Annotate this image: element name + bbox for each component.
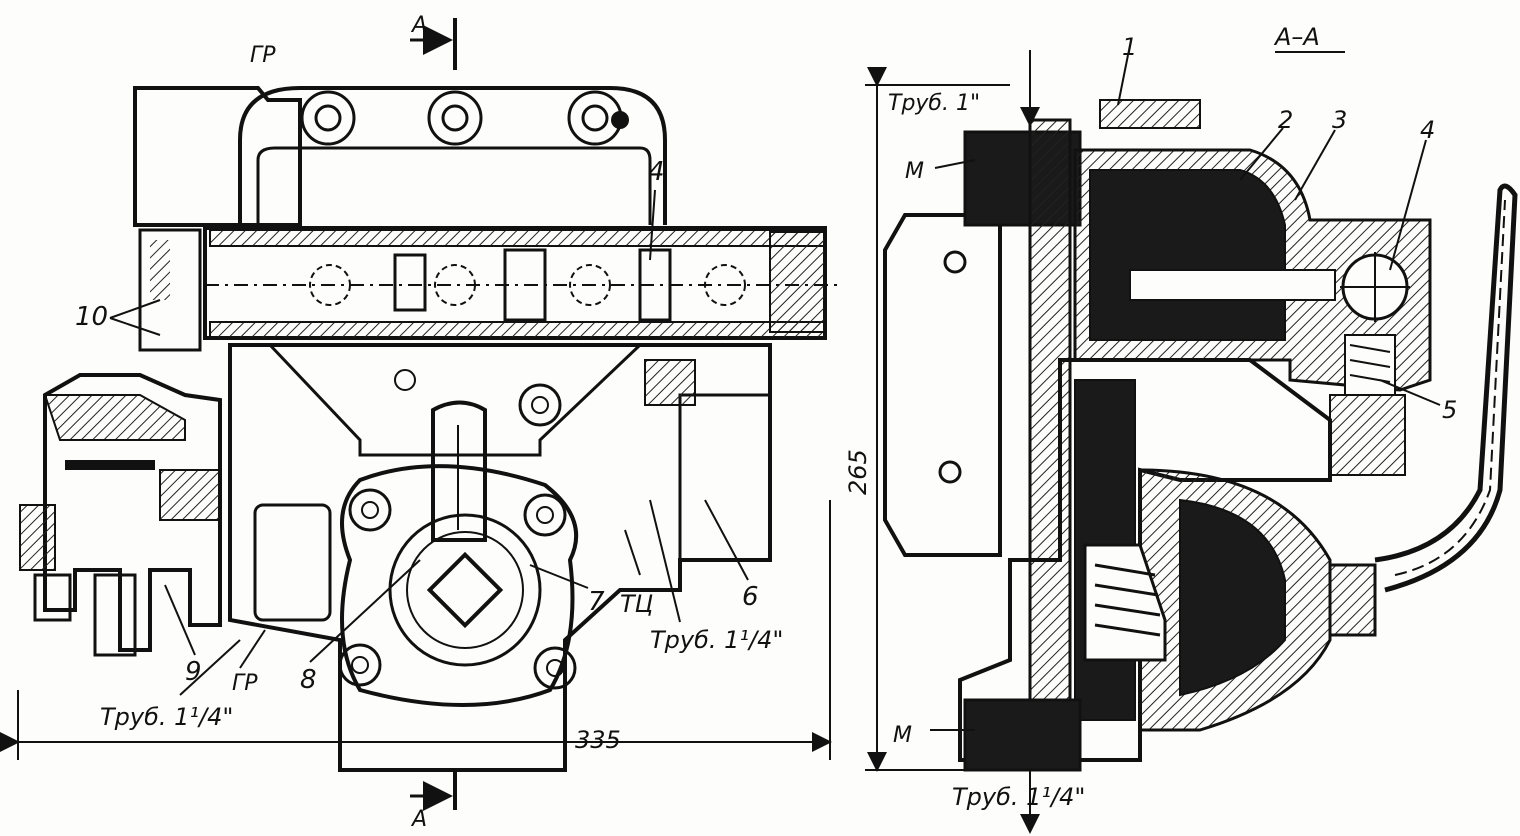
label-pipe-1-top: Труб. 1" bbox=[888, 91, 980, 116]
label-part-6: 6 bbox=[742, 582, 759, 612]
part-5-spring bbox=[1344, 334, 1396, 396]
rail-valves bbox=[309, 248, 746, 322]
crane-handle bbox=[431, 400, 487, 542]
label-part-8: 8 bbox=[300, 665, 317, 695]
body-web bbox=[268, 343, 642, 457]
label-m-bottom: М bbox=[893, 723, 912, 748]
right-view-section-aa: А–А Труб. 1" М М Труб. 1¹/4" 1 2 3 4 5 2… bbox=[844, 23, 1518, 834]
outlet-nozzle bbox=[1328, 563, 1377, 637]
label-gr-top: ГР bbox=[250, 43, 276, 68]
crane-flange bbox=[340, 464, 579, 707]
label-gr-bottom: ГР bbox=[232, 671, 258, 696]
right-leaders bbox=[930, 54, 1441, 731]
lower-body bbox=[958, 358, 1332, 762]
vent-pipe bbox=[1374, 183, 1518, 593]
label-part-4-left: 4 bbox=[648, 157, 665, 187]
part-1-plug bbox=[1099, 99, 1201, 129]
central-wall bbox=[1028, 118, 1072, 772]
left-leaders bbox=[109, 189, 749, 696]
label-m-top: М bbox=[905, 159, 924, 184]
label-section-title: А–А bbox=[1273, 23, 1320, 51]
top-bolts bbox=[300, 90, 629, 146]
back-plate bbox=[883, 213, 1002, 557]
flange-bolts bbox=[338, 488, 577, 690]
fitting-10 bbox=[138, 228, 202, 352]
top-cover-inner bbox=[256, 146, 652, 225]
label-pipe-114-bottom: Труб. 1¹/4" bbox=[952, 783, 1085, 811]
label-dim-335: 335 bbox=[575, 726, 621, 754]
label-pipe-114-left: Труб. 1¹/4" bbox=[100, 703, 233, 731]
part-6-block bbox=[678, 393, 772, 562]
label-part-10: 10 bbox=[75, 302, 108, 332]
label-tc: ТЦ bbox=[620, 590, 653, 618]
left-side-assembly bbox=[43, 373, 222, 652]
gr-reservoir-outline bbox=[133, 86, 302, 227]
label-part-9: 9 bbox=[185, 657, 202, 687]
label-part-4-right: 4 bbox=[1420, 116, 1435, 144]
label-pipe-114-right: Труб. 1¹/4" bbox=[650, 626, 783, 654]
label-part-3: 3 bbox=[1332, 106, 1347, 134]
label-part-1: 1 bbox=[1122, 33, 1137, 61]
label-part-7: 7 bbox=[588, 587, 605, 617]
chamber-m-bottom bbox=[963, 698, 1082, 772]
top-cover-outline bbox=[238, 86, 667, 225]
main-body-outline bbox=[228, 343, 772, 772]
label-dim-265: 265 bbox=[844, 449, 872, 495]
label-part-2: 2 bbox=[1278, 106, 1293, 134]
label-section-a-bottom: А bbox=[410, 807, 427, 832]
crane-disc bbox=[388, 513, 542, 667]
label-part-5: 5 bbox=[1442, 396, 1457, 424]
label-section-a-top: А bbox=[410, 13, 427, 38]
left-view: ГР А А 4 10 6 7 8 9 ГР ТЦ Труб. 1¹/4" Тр… bbox=[0, 13, 840, 832]
